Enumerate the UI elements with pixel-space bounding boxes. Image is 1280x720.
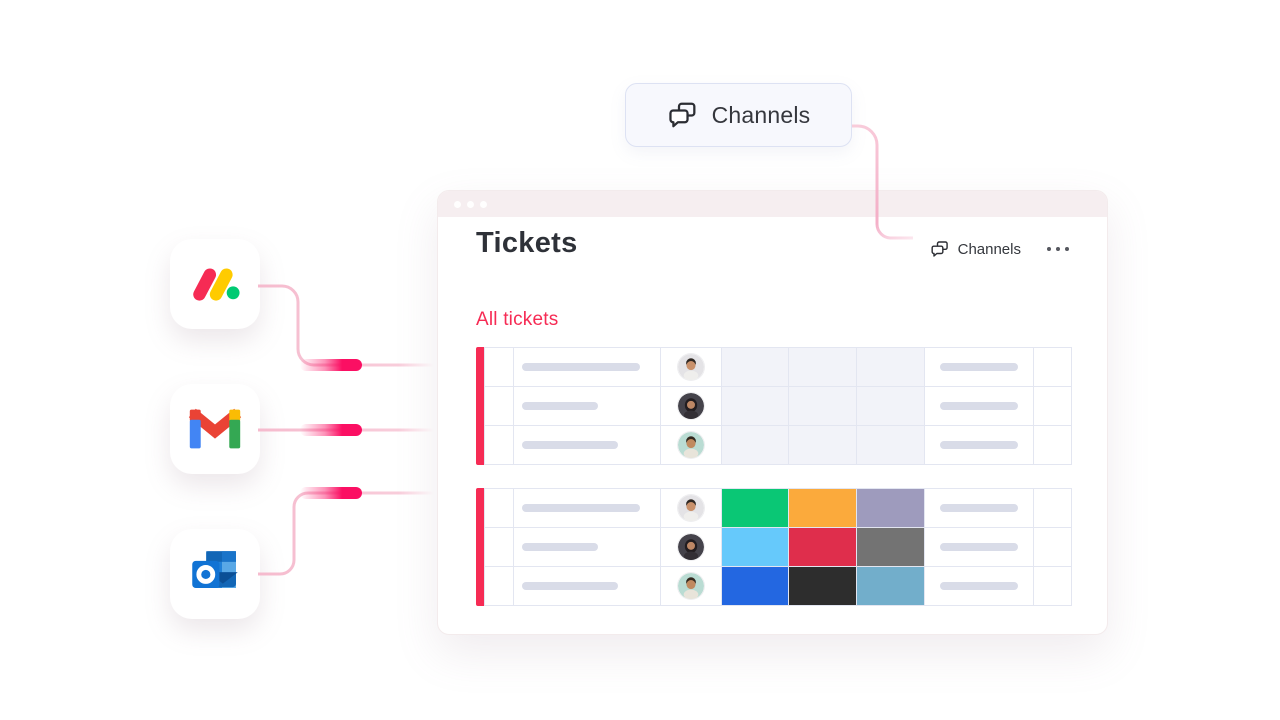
ticket-title-cell[interactable]	[514, 348, 660, 386]
avatar-person-teal	[678, 432, 704, 458]
row-handle-cell[interactable]	[485, 567, 513, 605]
row-handle-cell[interactable]	[485, 348, 513, 386]
avatar-man-gray	[678, 354, 704, 380]
status-cell[interactable]	[789, 489, 856, 527]
avatar-man-gray	[678, 495, 704, 521]
text-placeholder	[940, 402, 1018, 410]
status-cell[interactable]	[722, 426, 788, 464]
status-cell[interactable]	[722, 387, 788, 425]
end-cell[interactable]	[1034, 489, 1071, 527]
outlook-icon	[187, 546, 243, 602]
status-cell[interactable]	[789, 387, 856, 425]
owner-cell[interactable]	[661, 387, 721, 425]
end-cell[interactable]	[1034, 567, 1071, 605]
ticket-title-cell[interactable]	[514, 489, 660, 527]
channels-toolbar-button[interactable]: Channels	[930, 239, 1021, 259]
gmail-app-icon[interactable]	[170, 384, 260, 474]
end-cell[interactable]	[1034, 528, 1071, 566]
traffic-light-dot	[454, 200, 461, 208]
avatar-woman-dark	[678, 393, 704, 419]
monday-icon	[186, 255, 244, 313]
tickets-table-statuses	[484, 488, 1072, 606]
status-cell[interactable]	[789, 528, 856, 566]
ellipsis-icon	[1047, 247, 1051, 251]
text-placeholder	[522, 363, 640, 371]
channels-chip-label: Channels	[711, 101, 811, 128]
status-cell[interactable]	[857, 489, 924, 527]
window-titlebar	[438, 191, 1107, 217]
all-tickets-view-tab[interactable]: All tickets	[476, 309, 559, 330]
gmail-icon	[188, 408, 242, 450]
status-cell[interactable]	[857, 567, 924, 605]
more-options-button[interactable]	[1045, 243, 1071, 255]
end-cell[interactable]	[1034, 387, 1071, 425]
traffic-light-dot	[480, 200, 487, 208]
status-cell[interactable]	[722, 528, 788, 566]
tickets-window: Tickets Channels All tickets	[437, 190, 1108, 635]
text-placeholder	[940, 363, 1018, 371]
status-cell[interactable]	[722, 567, 788, 605]
detail-cell[interactable]	[925, 387, 1033, 425]
traffic-light-dot	[467, 200, 474, 208]
status-cell[interactable]	[857, 426, 924, 464]
chat-bubbles-icon	[930, 239, 950, 259]
text-placeholder	[522, 582, 618, 590]
owner-cell[interactable]	[661, 426, 721, 464]
ellipsis-icon	[1056, 247, 1060, 251]
connector-outlook	[258, 491, 434, 576]
status-cell[interactable]	[789, 567, 856, 605]
page-title: Tickets	[476, 227, 578, 259]
channels-toolbar-label: Channels	[957, 240, 1021, 258]
ellipsis-icon	[1065, 247, 1069, 251]
end-cell[interactable]	[1034, 426, 1071, 464]
row-handle-cell[interactable]	[485, 426, 513, 464]
owner-cell[interactable]	[661, 567, 721, 605]
detail-cell[interactable]	[925, 426, 1033, 464]
monday-app-icon[interactable]	[170, 239, 260, 329]
data-packet	[300, 487, 362, 499]
data-packet	[300, 424, 362, 436]
ticket-title-cell[interactable]	[514, 528, 660, 566]
owner-cell[interactable]	[661, 489, 721, 527]
detail-cell[interactable]	[925, 489, 1033, 527]
ticket-title-cell[interactable]	[514, 426, 660, 464]
avatar-woman-dark	[678, 534, 704, 560]
status-cell[interactable]	[722, 489, 788, 527]
status-cell[interactable]	[857, 348, 924, 386]
text-placeholder	[522, 543, 598, 551]
status-cell[interactable]	[789, 348, 856, 386]
status-cell[interactable]	[722, 348, 788, 386]
end-cell[interactable]	[1034, 348, 1071, 386]
row-handle-cell[interactable]	[485, 387, 513, 425]
avatar-person-teal	[678, 573, 704, 599]
status-cell[interactable]	[857, 387, 924, 425]
row-handle-cell[interactable]	[485, 489, 513, 527]
data-packet	[300, 359, 362, 371]
text-placeholder	[522, 402, 598, 410]
ticket-title-cell[interactable]	[514, 567, 660, 605]
group-accent-bar	[476, 347, 484, 465]
chat-bubbles-icon	[667, 99, 699, 131]
text-placeholder	[940, 504, 1018, 512]
detail-cell[interactable]	[925, 528, 1033, 566]
status-cell[interactable]	[857, 528, 924, 566]
owner-cell[interactable]	[661, 348, 721, 386]
text-placeholder	[940, 582, 1018, 590]
text-placeholder	[522, 504, 640, 512]
detail-cell[interactable]	[925, 567, 1033, 605]
text-placeholder	[940, 441, 1018, 449]
row-handle-cell[interactable]	[485, 528, 513, 566]
window-toolbar: Channels	[930, 239, 1071, 259]
outlook-app-icon[interactable]	[170, 529, 260, 619]
detail-cell[interactable]	[925, 348, 1033, 386]
ticket-title-cell[interactable]	[514, 387, 660, 425]
tickets-table-plain	[484, 347, 1072, 465]
owner-cell[interactable]	[661, 528, 721, 566]
connector-monday	[258, 284, 434, 367]
channels-chip-button[interactable]: Channels	[625, 83, 852, 147]
status-cell[interactable]	[789, 426, 856, 464]
group-accent-bar	[476, 488, 484, 606]
text-placeholder	[522, 441, 618, 449]
text-placeholder	[940, 543, 1018, 551]
